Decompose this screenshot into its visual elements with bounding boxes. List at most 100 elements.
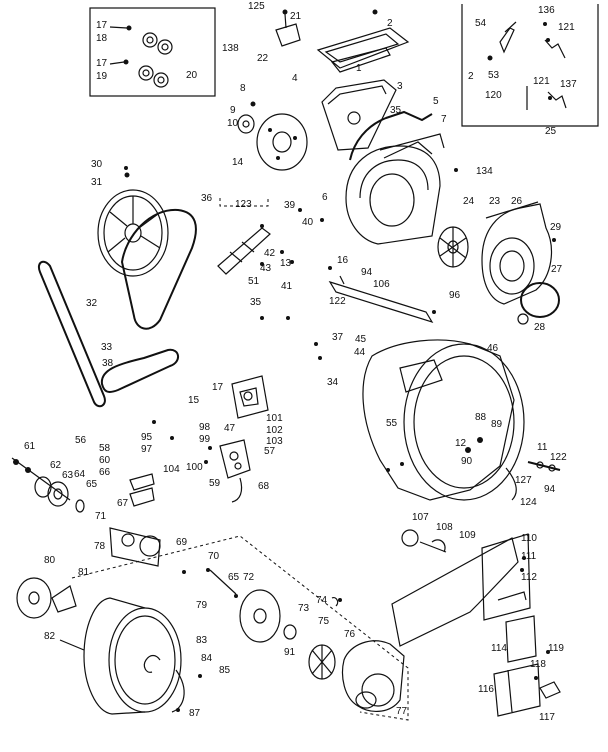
- callout-17c: 17: [212, 382, 224, 393]
- callout-24: 24: [463, 196, 475, 207]
- callout-69: 69: [176, 537, 188, 548]
- callout-11: 11: [537, 442, 548, 453]
- callout-36: 36: [201, 193, 213, 204]
- callout-12: 12: [455, 438, 467, 449]
- guard-114-part: [497, 591, 537, 663]
- shaft-122-part: [505, 461, 561, 501]
- callout-95: 95: [141, 432, 153, 443]
- callout-74: 74: [316, 595, 328, 606]
- callout-102: 102: [266, 425, 283, 436]
- callout-65a: 65: [86, 479, 98, 490]
- callout-45: 45: [355, 334, 367, 345]
- callout-8: 8: [240, 83, 246, 94]
- callout-1: 1: [356, 63, 362, 74]
- callout-76: 76: [344, 629, 356, 640]
- callout-41: 41: [281, 281, 293, 292]
- callout-6: 6: [322, 192, 328, 203]
- callout-23: 23: [489, 196, 501, 207]
- callout-107: 107: [412, 512, 429, 523]
- callout-57: 57: [264, 446, 276, 457]
- callout-117: 117: [539, 712, 555, 723]
- callout-68: 68: [258, 481, 270, 492]
- motor-part: [59, 597, 185, 715]
- callout-91: 91: [284, 647, 296, 658]
- callout-51: 51: [248, 276, 260, 287]
- callout-89: 89: [491, 419, 503, 430]
- timer-part: [231, 375, 269, 419]
- seal-27-part: [517, 282, 560, 325]
- callout-56: 56: [75, 435, 87, 446]
- callout-119: 119: [548, 643, 564, 654]
- impeller-part: [206, 568, 281, 643]
- callout-14: 14: [232, 157, 244, 168]
- callout-16: 16: [337, 255, 349, 266]
- inset-fittings-part: [109, 25, 173, 88]
- switch-bracket-part: [152, 420, 251, 503]
- housing-3-part: [321, 79, 397, 151]
- callout-94a: 94: [361, 267, 373, 278]
- callout-109: 109: [459, 530, 476, 541]
- callout-28: 28: [534, 322, 546, 333]
- callout-33: 33: [101, 342, 113, 353]
- callout-9: 9: [230, 105, 236, 116]
- callout-66: 66: [99, 467, 111, 478]
- callout-77: 77: [396, 706, 408, 717]
- callout-65b: 65: [228, 572, 240, 583]
- callout-112: 112: [521, 572, 537, 583]
- callout-122a: 122: [329, 296, 346, 307]
- callout-26: 26: [511, 196, 523, 207]
- callout-138: 138: [222, 43, 239, 54]
- callout-108: 108: [436, 522, 453, 533]
- belt-32-part: [38, 260, 106, 408]
- brace-part: [328, 266, 434, 324]
- fastener-dots: [124, 166, 556, 712]
- callout-60: 60: [99, 455, 111, 466]
- callout-120: 120: [485, 90, 502, 101]
- inset-box-left: [89, 7, 216, 97]
- callout-25: 25: [545, 126, 557, 137]
- callout-90: 90: [461, 456, 473, 467]
- blower-housing-part: [345, 133, 445, 245]
- hub-76-part: [283, 597, 339, 640]
- inset-box-right: [461, 4, 599, 127]
- callout-121a: 121: [558, 22, 575, 33]
- callout-67: 67: [117, 498, 129, 509]
- callout-127: 127: [515, 475, 532, 486]
- callout-42: 42: [264, 248, 276, 259]
- callout-30: 30: [91, 159, 103, 170]
- callout-118: 118: [530, 659, 546, 670]
- callout-35a: 35: [390, 105, 402, 116]
- callout-44: 44: [354, 347, 366, 358]
- callout-4: 4: [292, 73, 298, 84]
- element-116-part: [493, 650, 561, 717]
- callout-71: 71: [95, 511, 107, 522]
- callout-61: 61: [24, 441, 36, 452]
- cam-assembly-part: [349, 110, 433, 161]
- callout-13: 13: [280, 258, 292, 269]
- callout-97: 97: [141, 444, 153, 455]
- callout-70: 70: [208, 551, 220, 562]
- callout-101: 101: [266, 413, 283, 424]
- callout-122b: 122: [550, 452, 567, 463]
- callout-114: 114: [491, 643, 507, 654]
- callout-32: 32: [86, 298, 98, 309]
- callout-35b: 35: [250, 297, 262, 308]
- callout-31: 31: [91, 177, 103, 188]
- callout-87: 87: [189, 708, 201, 719]
- callout-62: 62: [50, 460, 62, 471]
- inset-switch-part: [487, 21, 567, 110]
- callout-121b: 121: [533, 76, 550, 87]
- heater-part: [391, 529, 531, 647]
- callout-39: 39: [284, 200, 296, 211]
- callout-40: 40: [302, 217, 314, 228]
- callout-58: 58: [99, 443, 111, 454]
- callout-96: 96: [449, 290, 461, 301]
- callout-80: 80: [44, 555, 56, 566]
- callout-18: 18: [96, 33, 108, 44]
- callout-46: 46: [487, 343, 499, 354]
- callout-110: 110: [521, 533, 537, 544]
- callout-94b: 94: [544, 484, 556, 495]
- callout-55: 55: [386, 418, 398, 429]
- callout-59: 59: [209, 478, 221, 489]
- callout-21: 21: [290, 11, 302, 22]
